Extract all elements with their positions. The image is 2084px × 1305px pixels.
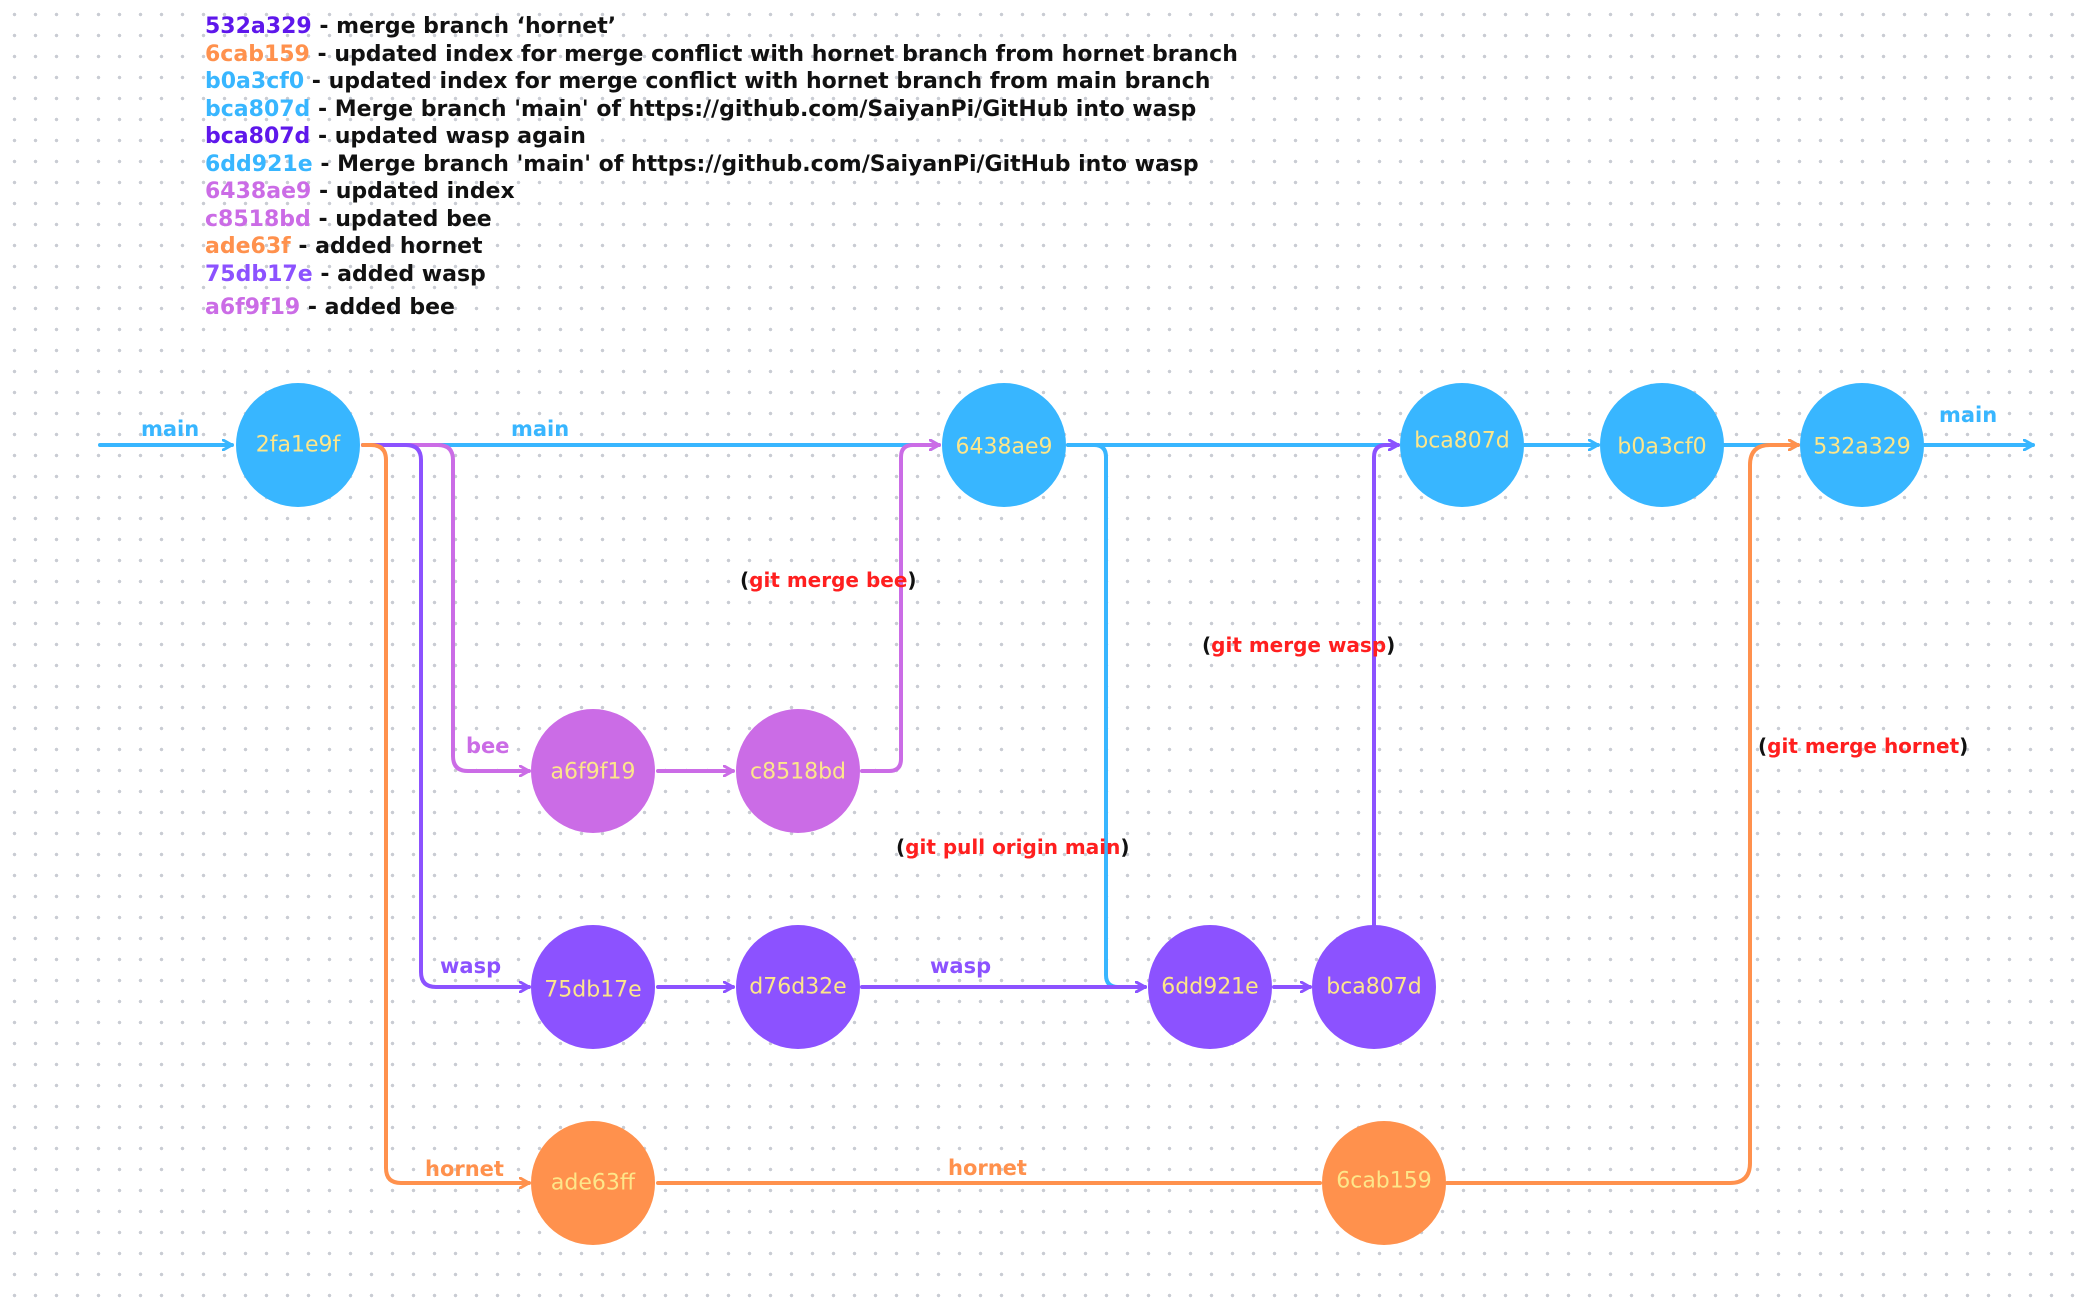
git-merge-bee-label: (git merge bee) bbox=[740, 568, 917, 592]
commit-node: d76d32e bbox=[736, 925, 860, 1049]
legend-hash: 6dd921e bbox=[205, 151, 313, 177]
commit-node: ade63ff bbox=[531, 1121, 655, 1245]
legend-hash: 532a329 bbox=[205, 14, 312, 39]
commit-node: 6438ae9 bbox=[942, 383, 1066, 507]
commit-hash-label: 6dd921e bbox=[1161, 975, 1258, 1000]
legend-row: bca807d - Merge branch 'main' of https:/… bbox=[205, 96, 1238, 124]
commit-hash-label: ade63ff bbox=[551, 1171, 636, 1196]
commit-node: c8518bd bbox=[736, 709, 860, 833]
legend-description: - added wasp bbox=[312, 261, 486, 287]
legend-description: - Merge branch 'main' of https://github.… bbox=[310, 96, 1197, 122]
commit-hash-label: b0a3cf0 bbox=[1617, 435, 1706, 460]
commit-hash-label: c8518bd bbox=[750, 760, 846, 785]
branch-label-wasp: wasp bbox=[930, 954, 991, 978]
branch-label-main: main bbox=[141, 417, 199, 441]
legend-row: 532a329 - merge branch ‘hornet’ bbox=[205, 13, 1238, 41]
legend-hash: bca807d bbox=[205, 96, 311, 122]
legend-description: - updated index for merge conflict with … bbox=[304, 69, 1211, 94]
branch-label-main: main bbox=[511, 417, 569, 441]
legend-hash: c8518bd bbox=[205, 206, 311, 232]
commit-hash-label: 75db17e bbox=[544, 978, 641, 1003]
commit-node: 6dd921e bbox=[1148, 925, 1272, 1049]
merge-bee-connector bbox=[860, 445, 941, 773]
legend-description: - merge branch ‘hornet’ bbox=[311, 14, 617, 39]
legend-hash: bca807d bbox=[205, 124, 311, 149]
commit-node: 75db17e bbox=[531, 925, 655, 1049]
commit-node: bca807d bbox=[1312, 925, 1436, 1049]
commit-hash-label: 2fa1e9f bbox=[256, 433, 342, 458]
legend-hash: b0a3cf0 bbox=[205, 69, 305, 94]
commit-node: 2fa1e9f bbox=[236, 383, 360, 507]
git-merge-hornet-label: (git merge hornet) bbox=[1758, 734, 1968, 758]
commit-hash-label: bca807d bbox=[1414, 429, 1510, 454]
legend-row: 6dd921e - Merge branch 'main' of https:/… bbox=[205, 151, 1238, 179]
git-merge-wasp-label: (git merge wasp) bbox=[1202, 633, 1395, 657]
git-pull-origin-main-label: (git pull origin main) bbox=[896, 835, 1129, 859]
merge-wasp-connector bbox=[1372, 445, 1400, 927]
legend-hash: 6cab159 bbox=[205, 41, 310, 67]
legend-row: ade63f - added hornet bbox=[205, 233, 1238, 261]
branch-label-hornet: hornet bbox=[425, 1157, 504, 1181]
commit-hash-label: 6438ae9 bbox=[955, 435, 1052, 460]
legend-row: bca807d - updated wasp again bbox=[205, 123, 1238, 151]
legend-row: 6cab159 - updated index for merge confli… bbox=[205, 41, 1238, 69]
commit-hash-label: 6cab159 bbox=[1336, 1169, 1432, 1194]
legend-description: - Merge branch 'main' of https://github.… bbox=[312, 151, 1199, 177]
legend-row: c8518bd - updated bee bbox=[205, 206, 1238, 234]
legend-description: - updated index bbox=[311, 179, 515, 204]
commit-legend: 532a329 - merge branch ‘hornet’ 6cab159 … bbox=[205, 13, 1238, 322]
legend-row: 75db17e - added wasp bbox=[205, 261, 1238, 289]
merge-hornet-connector bbox=[1445, 445, 1800, 1185]
commit-hash-label: a6f9f19 bbox=[551, 760, 636, 785]
commit-hash-label: bca807d bbox=[1326, 975, 1422, 1000]
legend-description: - added hornet bbox=[290, 234, 483, 259]
commit-hash-label: d76d32e bbox=[749, 975, 846, 1000]
branch-label-wasp: wasp bbox=[440, 954, 501, 978]
legend-hash: 75db17e bbox=[205, 261, 313, 287]
legend-description: - updated wasp again bbox=[310, 124, 586, 149]
branch-label-hornet: hornet bbox=[948, 1156, 1027, 1180]
commit-node: 6cab159 bbox=[1322, 1121, 1446, 1245]
commit-node: 532a329 bbox=[1800, 383, 1924, 507]
legend-row: 6438ae9 - updated index bbox=[205, 178, 1238, 206]
branch-label-bee: bee bbox=[466, 734, 510, 758]
legend-hash: 6438ae9 bbox=[205, 179, 312, 204]
commit-hash-label: 532a329 bbox=[1813, 435, 1910, 460]
commit-node: bca807d bbox=[1400, 383, 1524, 507]
legend-hash: a6f9f19 bbox=[205, 295, 301, 320]
branch-label-main: main bbox=[1939, 403, 1997, 427]
commit-node: b0a3cf0 bbox=[1600, 383, 1724, 507]
hornet-branch-connector bbox=[361, 443, 531, 1183]
legend-description: - updated bee bbox=[310, 206, 492, 232]
pull-origin-main-connector bbox=[1066, 443, 1147, 987]
legend-description: - added bee bbox=[300, 295, 455, 320]
commit-node: a6f9f19 bbox=[531, 709, 655, 833]
legend-hash: ade63f bbox=[205, 234, 291, 259]
legend-description: - updated index for merge conflict with … bbox=[309, 41, 1238, 67]
wasp-branch-connector bbox=[361, 443, 531, 987]
legend-row: b0a3cf0 - updated index for merge confli… bbox=[205, 68, 1238, 96]
bee-branch-connector bbox=[361, 443, 531, 771]
legend-row: a6f9f19 - added bee bbox=[205, 294, 1238, 322]
